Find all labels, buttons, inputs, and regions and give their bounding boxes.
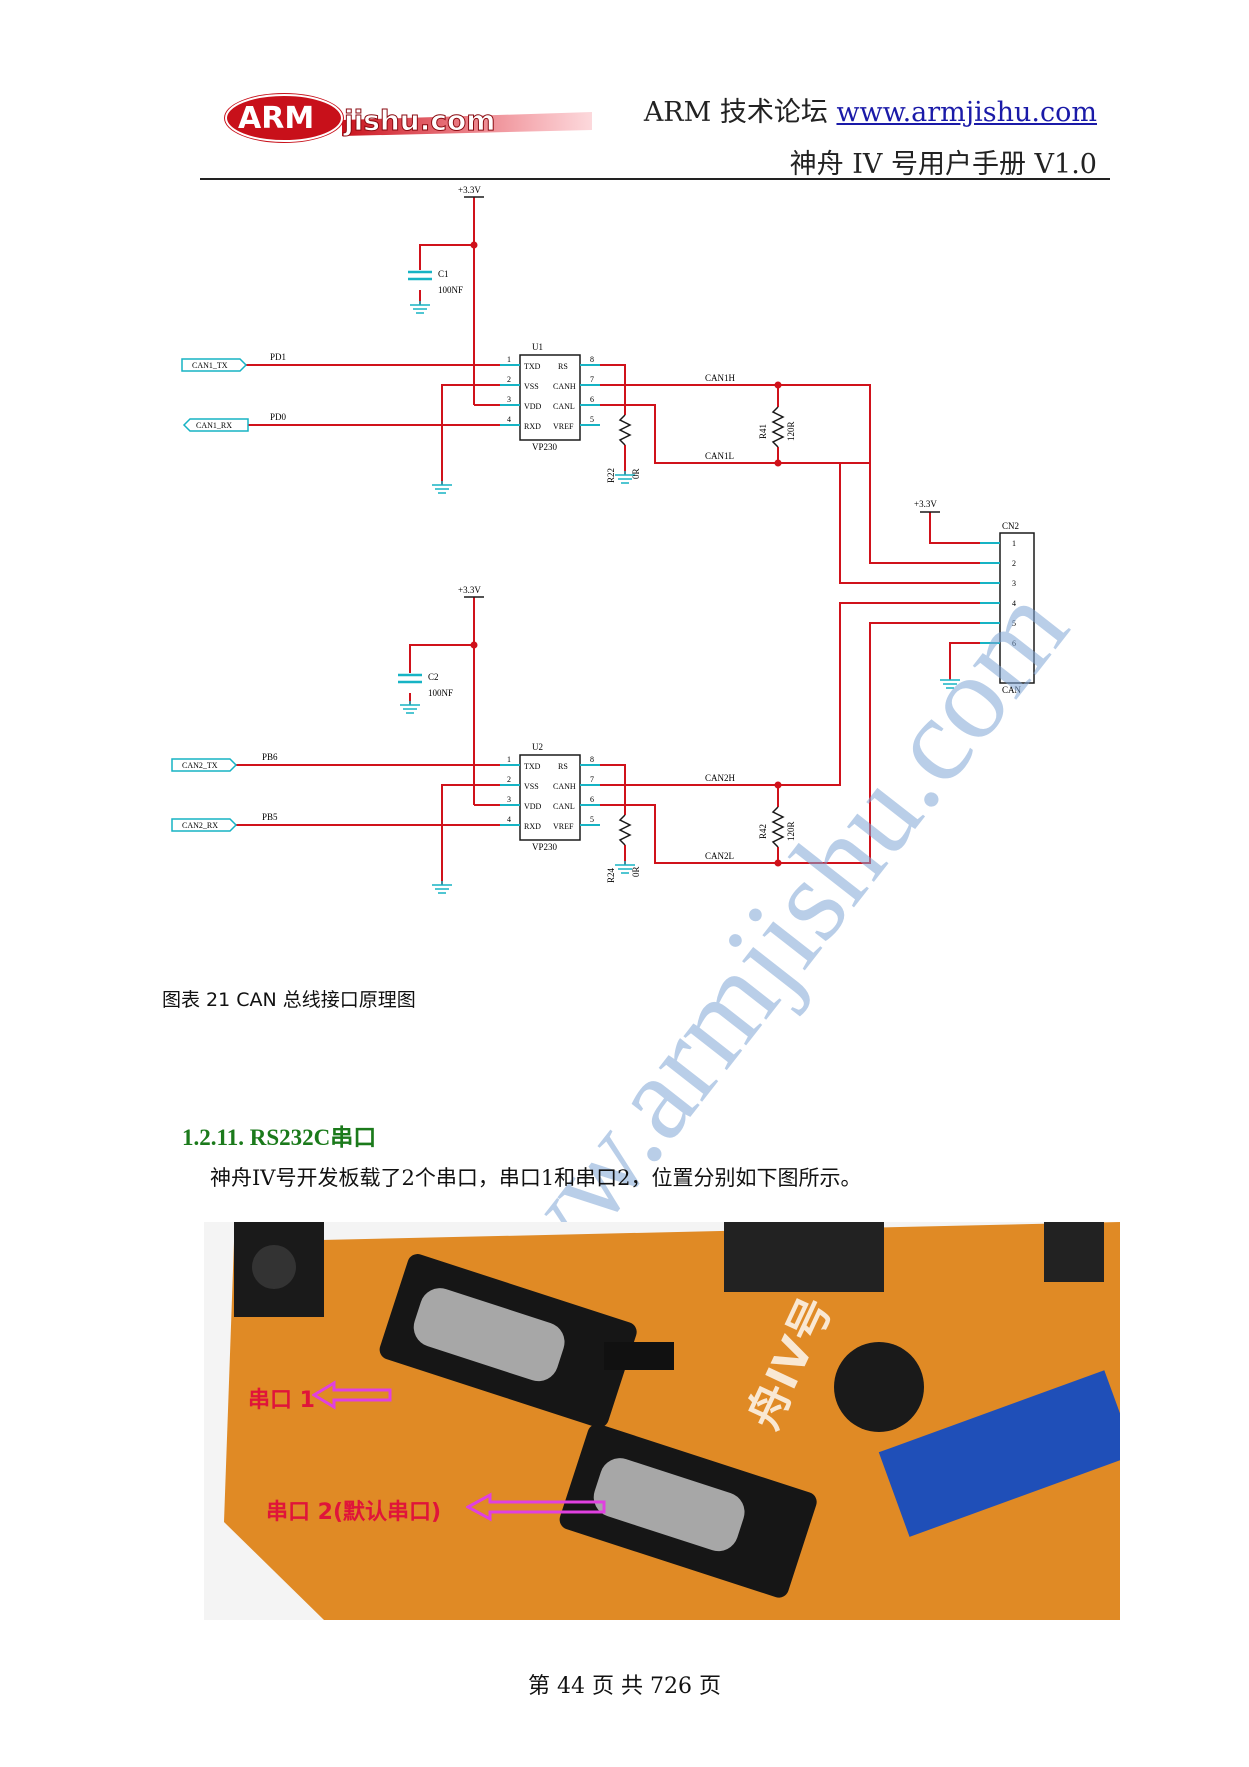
port-label: CAN2_RX — [182, 821, 218, 830]
net-label: PB6 — [262, 752, 278, 762]
power-label: +3.3V — [914, 499, 937, 509]
chip-u1: U1 VP230 TXD VSS VDD RXD RS CANH CANL VR… — [500, 342, 600, 452]
forum-label: ARM 技术论坛 — [643, 97, 828, 128]
svg-text:U2: U2 — [532, 742, 543, 752]
svg-text:1: 1 — [507, 755, 511, 764]
forum-link[interactable]: www.armjishu.com — [836, 97, 1097, 128]
svg-text:4: 4 — [507, 815, 511, 824]
svg-text:3: 3 — [507, 795, 511, 804]
svg-text:2: 2 — [507, 775, 511, 784]
port-label: CAN2_TX — [182, 761, 218, 770]
svg-text:VSS: VSS — [524, 782, 539, 791]
svg-text:TXD: TXD — [524, 762, 541, 771]
svg-text:RXD: RXD — [524, 422, 541, 431]
svg-text:1: 1 — [507, 355, 511, 364]
svg-text:2: 2 — [1012, 559, 1016, 568]
resistor-ref: R42 — [758, 824, 768, 839]
net-label: CAN2H — [705, 773, 736, 783]
header-forum-line: ARM 技术论坛 www.armjishu.com — [644, 90, 1097, 129]
svg-text:VREF: VREF — [553, 822, 574, 831]
svg-text:8: 8 — [590, 755, 594, 764]
svg-text:CANH: CANH — [553, 382, 576, 391]
page-footer: 第 44 页 共 726 页 — [528, 1674, 721, 1699]
svg-text:VDD: VDD — [524, 802, 542, 811]
svg-text:CN2: CN2 — [1002, 521, 1019, 531]
svg-text:VDD: VDD — [524, 402, 542, 411]
cap-ref: C2 — [428, 672, 439, 682]
svg-text:6: 6 — [590, 795, 594, 804]
svg-text:6: 6 — [590, 395, 594, 404]
pink-arrow-icon — [312, 1380, 392, 1410]
resistor-ref: R24 — [606, 867, 616, 883]
svg-text:5: 5 — [590, 815, 594, 824]
svg-text:CANL: CANL — [553, 402, 575, 411]
svg-text:RS: RS — [558, 362, 568, 371]
svg-text:CANL: CANL — [553, 802, 575, 811]
board-photo-drawing: 舟IV号 — [204, 1222, 1120, 1620]
svg-text:5: 5 — [1012, 619, 1016, 628]
svg-text:U1: U1 — [532, 342, 543, 352]
net-label: CAN1H — [705, 373, 736, 383]
net-label: PD1 — [270, 352, 286, 362]
port-can1-rx — [182, 418, 249, 432]
port-can1-tx — [181, 358, 248, 372]
manual-title: 神舟 IV 号用户手册 V1.0 — [789, 149, 1097, 180]
chip-u2: U2 VP230 TXD VSS VDD RXD RS CANH CANL VR… — [500, 742, 600, 852]
cap-value: 100NF — [438, 285, 463, 295]
svg-text:VSS: VSS — [524, 382, 539, 391]
can-schematic: +3.3V +3.3V +3.3V C1 100NF C2 100NF U1 V… — [171, 185, 1035, 894]
schematic-wires — [230, 197, 980, 885]
resistor-value: 0R — [631, 866, 641, 877]
net-label: CAN2L — [705, 851, 734, 861]
svg-text:RS: RS — [558, 762, 568, 771]
svg-text:4: 4 — [1012, 599, 1016, 608]
port-label: CAN1_TX — [192, 361, 228, 370]
svg-text:6: 6 — [1012, 639, 1016, 648]
svg-text:CANH: CANH — [553, 782, 576, 791]
svg-text:8: 8 — [590, 355, 594, 364]
net-label: PB5 — [262, 812, 278, 822]
svg-text:TXD: TXD — [524, 362, 541, 371]
connector-cn2: CN2 CAN 1 2 3 4 5 6 — [980, 521, 1035, 695]
armjishu-logo: ARM jishu.com — [224, 93, 592, 143]
resistor-value: 120R — [786, 821, 796, 841]
svg-text:4: 4 — [507, 415, 511, 424]
cap-ref: C1 — [438, 269, 449, 279]
serial-port-2-label: 串口 2(默认串口) — [266, 1500, 442, 1525]
resistor-ref: R41 — [758, 424, 768, 439]
net-label: CAN1L — [705, 451, 734, 461]
svg-text:3: 3 — [1012, 579, 1016, 588]
svg-text:CAN: CAN — [1002, 685, 1022, 695]
port-can2-tx — [171, 758, 238, 772]
pink-arrow-icon — [466, 1492, 606, 1522]
svg-text:5: 5 — [590, 415, 594, 424]
svg-text:7: 7 — [590, 375, 594, 384]
section-paragraph: 神舟IV号开发板载了2个串口，串口1和串口2，位置分别如下图所示。 — [210, 1166, 862, 1190]
svg-text:VREF: VREF — [553, 422, 574, 431]
svg-text:RXD: RXD — [524, 822, 541, 831]
serial-port-1-label: 串口 1 — [248, 1388, 315, 1413]
section-heading: 1.2.11. RS232C串口 — [182, 1125, 377, 1150]
port-can2-rx — [171, 818, 238, 832]
svg-text:2: 2 — [507, 375, 511, 384]
net-label: PD0 — [270, 412, 287, 422]
power-label: +3.3V — [458, 585, 481, 595]
port-label: CAN1_RX — [196, 421, 232, 430]
svg-text:7: 7 — [590, 775, 594, 784]
board-photo: 舟IV号 串口 1 串口 2(默认串口) — [204, 1222, 1120, 1620]
resistor-value: 120R — [786, 421, 796, 441]
svg-text:ARM: ARM — [238, 101, 314, 136]
resistor-ref: R22 — [606, 468, 616, 483]
svg-text:1: 1 — [1012, 539, 1016, 548]
svg-text:3: 3 — [507, 395, 511, 404]
svg-text:jishu.com: jishu.com — [343, 104, 495, 137]
header-rule — [200, 178, 1110, 180]
svg-text:VP230: VP230 — [532, 842, 558, 852]
resistor-value: 0R — [631, 468, 641, 479]
figure-caption: 图表 21 CAN 总线接口原理图 — [162, 989, 416, 1011]
svg-text:VP230: VP230 — [532, 442, 558, 452]
cap-value: 100NF — [428, 688, 453, 698]
power-label: +3.3V — [458, 185, 481, 195]
